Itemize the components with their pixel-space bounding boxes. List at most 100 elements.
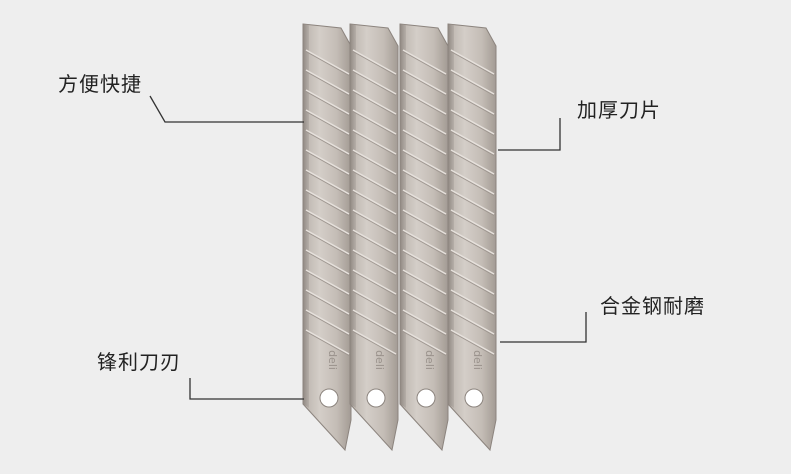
score-line-shadow [450, 251, 495, 276]
score-line [402, 209, 447, 235]
score-line-shadow [402, 291, 447, 316]
blade-hole [416, 388, 436, 408]
score-line-shadow [450, 171, 495, 196]
score-line-shadow [352, 51, 397, 76]
score-line [450, 229, 495, 255]
label-convenient: 方便快捷 [58, 72, 142, 96]
score-line-shadow [402, 171, 447, 196]
score-line [450, 309, 495, 335]
score-line [402, 69, 447, 95]
score-line [305, 69, 350, 95]
score-line [450, 49, 495, 75]
score-line-shadow [305, 271, 350, 296]
score-line-shadow [450, 331, 495, 356]
score-line [402, 89, 447, 115]
blade-edge [400, 24, 406, 408]
score-line [402, 149, 447, 175]
score-line-shadow [352, 111, 397, 136]
blade: deli [302, 23, 352, 452]
score-line-shadow [402, 271, 447, 296]
score-line-shadow [305, 251, 350, 276]
score-line-shadow [305, 131, 350, 156]
score-line-shadow [450, 231, 495, 256]
score-line-shadow [402, 311, 447, 336]
score-line-shadow [402, 191, 447, 216]
score-line-shadow [352, 171, 397, 196]
score-line-shadow [402, 51, 447, 76]
blade: deli [447, 23, 497, 452]
score-line-shadow [450, 191, 495, 216]
score-line-shadow [450, 291, 495, 316]
score-line-shadow [450, 151, 495, 176]
score-line [450, 189, 495, 215]
score-line [305, 209, 350, 235]
score-line [402, 189, 447, 215]
score-line [402, 129, 447, 155]
blade-hole [464, 388, 484, 408]
score-line [402, 229, 447, 255]
score-line [450, 209, 495, 235]
score-line-shadow [352, 311, 397, 336]
score-line-shadow [305, 331, 350, 356]
score-line [352, 169, 397, 195]
score-line-shadow [305, 111, 350, 136]
score-line [402, 289, 447, 315]
score-line [352, 229, 397, 255]
score-line-shadow [305, 91, 350, 116]
leader-line-convenient [149, 95, 304, 123]
score-line [450, 169, 495, 195]
score-line-shadow [352, 251, 397, 276]
blade-body [447, 23, 497, 452]
leader-line-thick-blade [498, 118, 561, 151]
blade-edge [448, 24, 454, 408]
score-line [352, 189, 397, 215]
score-line-shadow [402, 131, 447, 156]
score-line-shadow [402, 231, 447, 256]
score-line-shadow [450, 271, 495, 296]
score-line-shadow [450, 131, 495, 156]
score-line-shadow [402, 111, 447, 136]
score-line-shadow [352, 151, 397, 176]
score-line [450, 269, 495, 295]
blade-edge [303, 24, 309, 408]
blade-hole [366, 388, 386, 408]
score-line [450, 249, 495, 275]
score-line-shadow [450, 211, 495, 236]
score-line-shadow [305, 291, 350, 316]
score-line [450, 89, 495, 115]
brand-mark: deli [326, 350, 339, 370]
score-line [352, 249, 397, 275]
score-line-shadow [305, 71, 350, 96]
score-line [450, 289, 495, 315]
score-line [352, 49, 397, 75]
score-line-shadow [352, 331, 397, 356]
blade: deli [399, 23, 449, 452]
score-line-shadow [352, 231, 397, 256]
score-line [450, 69, 495, 95]
score-line-shadow [402, 331, 447, 356]
score-line-shadow [352, 271, 397, 296]
score-line [305, 249, 350, 275]
label-alloy-steel: 合金钢耐磨 [600, 294, 705, 318]
score-line [305, 229, 350, 255]
score-line-shadow [402, 151, 447, 176]
score-line [402, 309, 447, 335]
score-line [305, 189, 350, 215]
score-line-shadow [352, 131, 397, 156]
score-line-shadow [450, 91, 495, 116]
score-line [402, 269, 447, 295]
score-line-shadow [402, 251, 447, 276]
score-line [402, 249, 447, 275]
score-line [305, 269, 350, 295]
score-line [352, 269, 397, 295]
score-line-shadow [402, 91, 447, 116]
score-line [305, 149, 350, 175]
blade-body [349, 23, 399, 452]
score-line-shadow [450, 71, 495, 96]
score-line-shadow [305, 211, 350, 236]
score-line [402, 169, 447, 195]
score-line [352, 109, 397, 135]
score-line [352, 289, 397, 315]
score-line [450, 109, 495, 135]
